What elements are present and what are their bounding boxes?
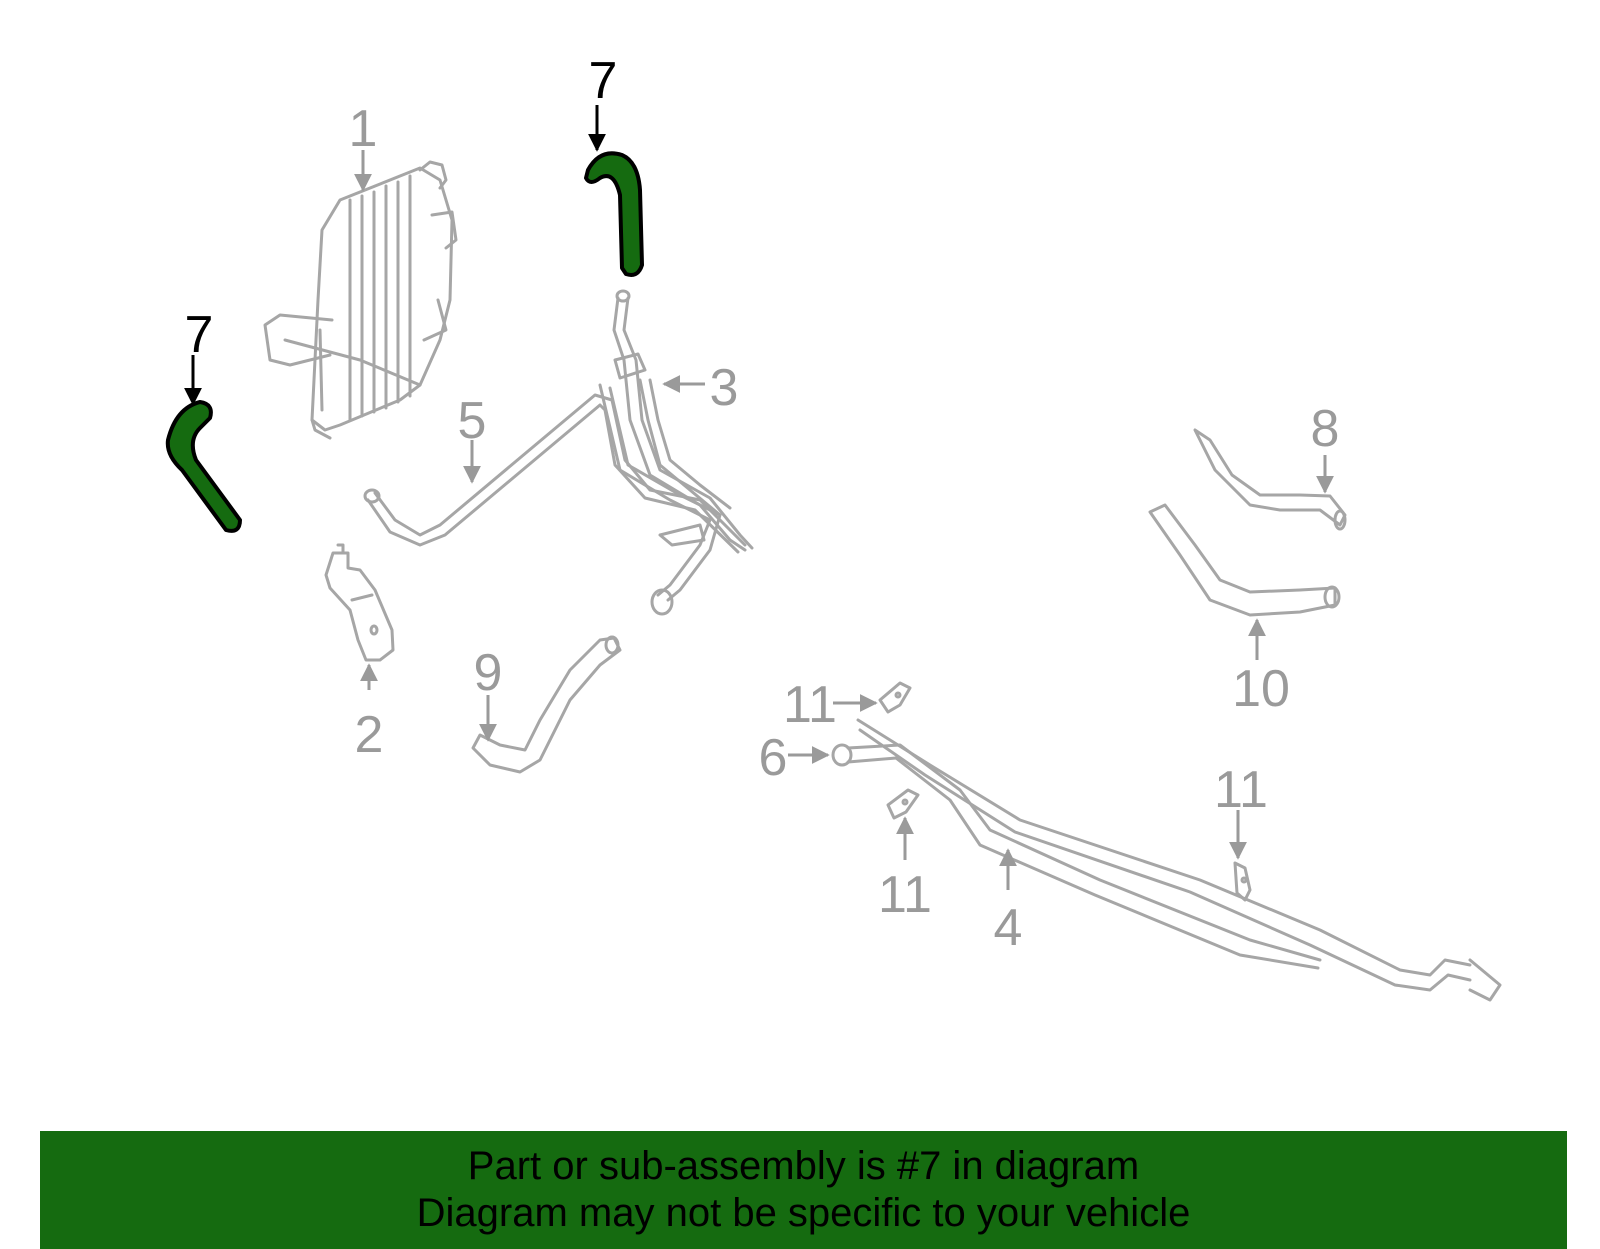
callout-label-6: 6 xyxy=(759,729,788,787)
hose-7-upper-highlight xyxy=(584,151,644,277)
callout-label-7-left: 7 xyxy=(185,306,214,364)
oil-cooler-part xyxy=(263,160,458,440)
hose-9-part xyxy=(471,635,622,774)
cooler-line-4-part xyxy=(856,718,1502,1002)
banner-part-message: Part or sub-assembly is #7 in diagram xyxy=(467,1144,1140,1188)
callout-label-4: 4 xyxy=(994,899,1023,957)
callout-label-7-upper: 7 xyxy=(589,52,618,110)
bracket-part xyxy=(324,543,395,662)
callout-label-11-right: 11 xyxy=(1214,761,1268,819)
callout-label-3: 3 xyxy=(710,359,739,417)
callout-label-1: 1 xyxy=(349,100,378,158)
cooler-line-6-part xyxy=(831,743,1322,970)
callout-label-8: 8 xyxy=(1311,400,1340,458)
callout-label-2: 2 xyxy=(355,706,384,764)
clip-11-middle-part xyxy=(886,788,920,820)
clip-11-right-part xyxy=(1233,861,1252,902)
parts-diagram: 1 2 3 4 5 6 7 7 8 9 10 11 11 11 xyxy=(165,52,1502,1002)
callout-label-5: 5 xyxy=(458,392,487,450)
callout-label-11-upper: 11 xyxy=(783,676,837,734)
cooler-tube-part xyxy=(363,393,747,554)
hose-7-left-highlight xyxy=(165,400,242,533)
hose-8-part xyxy=(1193,428,1347,531)
info-banner: Part or sub-assembly is #7 in diagram Di… xyxy=(40,1131,1567,1249)
callout-label-11-middle: 11 xyxy=(878,866,932,924)
hose-10-part xyxy=(1148,503,1341,617)
banner-disclaimer: Diagram may not be specific to your vehi… xyxy=(416,1191,1191,1235)
callout-label-10: 10 xyxy=(1232,660,1290,718)
callout-label-9: 9 xyxy=(474,644,503,702)
clip-11-upper-part xyxy=(878,681,912,714)
